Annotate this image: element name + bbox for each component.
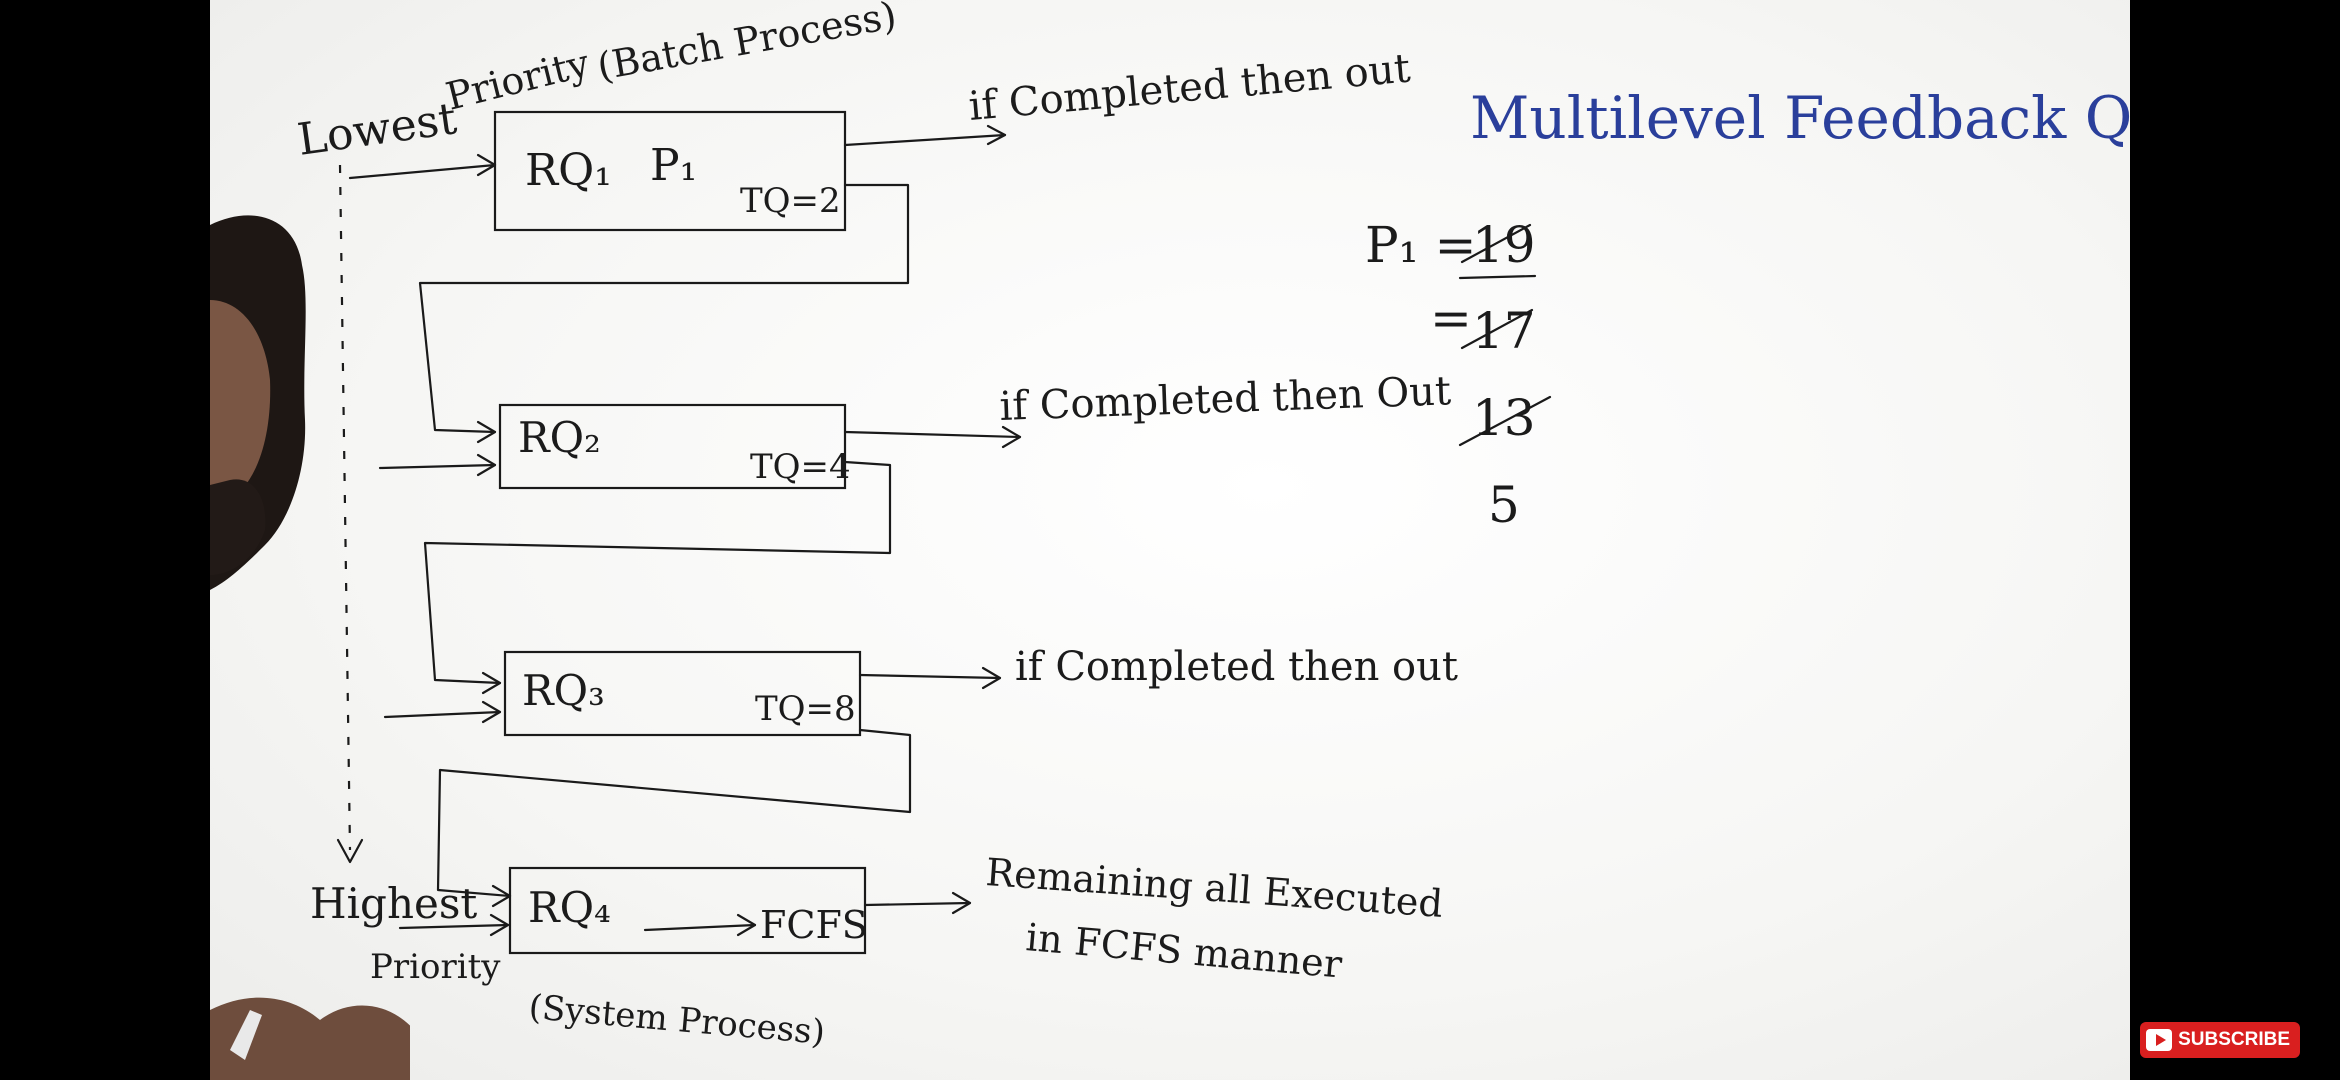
- calc-value-4: 5: [1488, 476, 1520, 534]
- queue3-entry-arrowhead-icon: [481, 700, 502, 724]
- priority-dashed-arrow: [338, 164, 352, 851]
- queue4-exit-text-1: Remaining all Executed: [984, 850, 1444, 926]
- system-process-label: (System Process): [527, 987, 826, 1053]
- calc-eq: =: [1430, 289, 1472, 347]
- calc-label: P₁ =: [1365, 216, 1476, 274]
- calc-value-2: 17: [1472, 302, 1536, 360]
- queue3-exit-arrow: [858, 673, 1002, 680]
- feedback-path-1-2: [418, 183, 910, 434]
- queue1-exit-arrowhead-icon: [986, 124, 1007, 146]
- presenter-figure: [210, 215, 410, 1080]
- strike-2: [1460, 308, 1534, 350]
- lowest-priority-label: Priority: [442, 41, 595, 119]
- calc-value-3: 13: [1472, 389, 1536, 447]
- priority-arrowhead-icon: [336, 838, 364, 864]
- queue1-name: RQ₁: [525, 145, 612, 196]
- subscribe-button[interactable]: SUBSCRIBE: [2140, 1022, 2300, 1058]
- queue4-entry-arrow: [398, 923, 510, 930]
- queue-box-rq3: [503, 650, 862, 737]
- subscribe-label: SUBSCRIBE: [2178, 1029, 2290, 1050]
- diagram-canvas: Multilevel Feedback Queue Lowest Priorit…: [294, 0, 2130, 1053]
- queue4-exit-text-2: in FCFS manner: [1024, 915, 1344, 987]
- queue4-entry-arrowhead-icon: [489, 913, 510, 937]
- queue2-tq: TQ=4: [750, 447, 851, 487]
- strike-1: [1460, 223, 1532, 264]
- queue2-exit-text: if Completed then Out: [999, 368, 1452, 430]
- highest-priority-label: Priority: [370, 947, 501, 987]
- queue1-entry-arrow: [348, 163, 497, 180]
- whiteboard: Multilevel Feedback Queue Lowest Priorit…: [210, 0, 2130, 1080]
- feedback-2-3-arrowhead-icon: [481, 671, 502, 695]
- queue1-tq: TQ=2: [740, 181, 841, 221]
- queue1-exit-text: if Completed then out: [967, 46, 1412, 130]
- queue4-name: RQ₄: [528, 883, 611, 932]
- queue3-exit-text: if Completed then out: [1015, 644, 1458, 690]
- batch-process-label: (Batch Process): [594, 0, 900, 89]
- queue2-name: RQ₂: [518, 413, 601, 462]
- queue2-exit-arrow: [843, 430, 1022, 439]
- queue4-exit-arrowhead-icon: [951, 891, 972, 915]
- queue1-exit-arrow: [843, 133, 1007, 147]
- queue-box-rq4: [508, 866, 867, 955]
- queue1-process: P₁: [650, 140, 697, 191]
- queue4-fcfs-arrow: [643, 923, 757, 932]
- queue2-exit-arrowhead-icon: [1001, 425, 1022, 449]
- queue2-entry-arrowhead-icon: [476, 453, 497, 477]
- queue1-entry-arrowhead-icon: [476, 153, 497, 177]
- queue3-exit-arrowhead-icon: [981, 666, 1002, 690]
- queue2-entry-arrow: [378, 463, 497, 470]
- feedback-path-3-4: [436, 728, 912, 898]
- queue-box-rq2: [498, 403, 847, 490]
- play-icon: [2146, 1029, 2173, 1051]
- queue-box-rq1: [493, 110, 847, 232]
- queue3-name: RQ₃: [522, 666, 605, 715]
- queue4-fcfs-arrowhead-icon: [736, 913, 757, 937]
- queue4-algo: FCFS: [760, 903, 868, 947]
- queue3-tq: TQ=8: [755, 689, 856, 729]
- queue4-exit-arrow: [863, 901, 972, 907]
- queue3-entry-arrow: [383, 710, 502, 719]
- feedback-1-2-arrowhead-icon: [476, 420, 497, 444]
- title-text: Multilevel Feedback Queue: [1470, 84, 2130, 152]
- highest-label: Highest: [310, 879, 477, 928]
- feedback-path-2-3: [423, 460, 892, 685]
- calc-value-1: 19: [1472, 216, 1536, 274]
- calc-divider: [1458, 274, 1537, 280]
- strike-3: [1458, 395, 1552, 447]
